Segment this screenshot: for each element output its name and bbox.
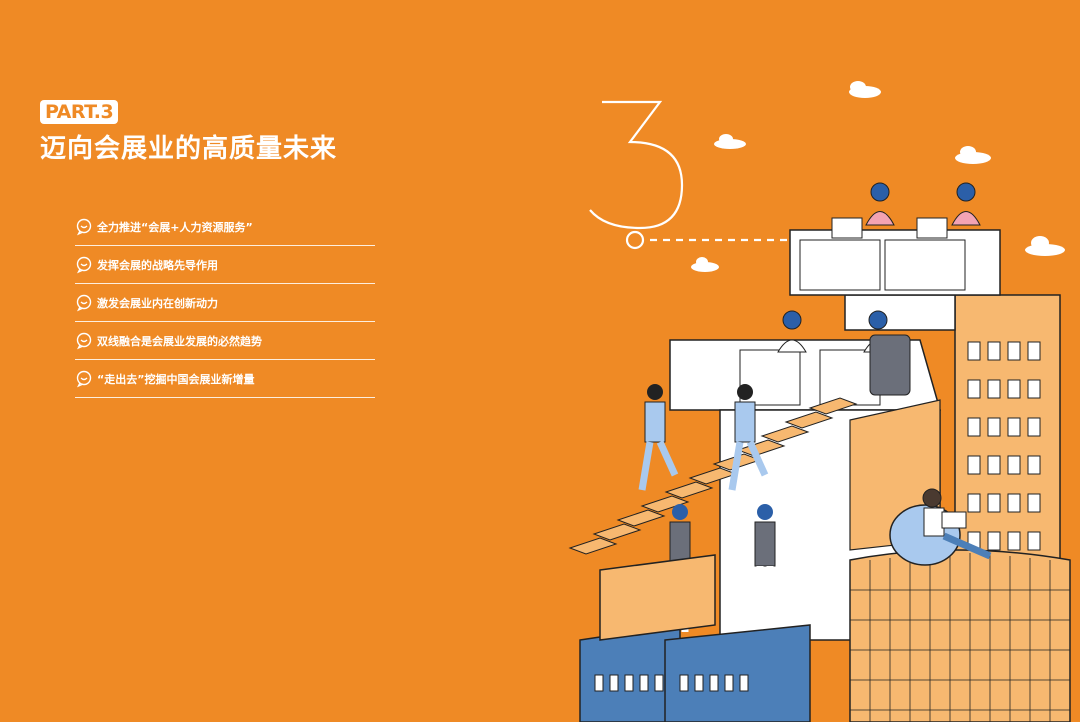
chat-bubble-icon	[76, 256, 92, 273]
toc-item-label: 发挥会展的战略先导作用	[97, 258, 218, 272]
lower-left-buildings	[579, 554, 811, 722]
number-three-graphic	[589, 100, 800, 250]
toc-item-label: “走出去”挖掘中国会展业新增量	[97, 372, 255, 386]
chat-bubble-icon	[76, 294, 92, 311]
toc-item-label: 全力推进“会展+人力资源服务”	[97, 220, 253, 234]
toc-item[interactable]: 发挥会展的战略先导作用	[75, 246, 375, 284]
right-building	[844, 294, 1061, 581]
toc-item[interactable]: 全力推进“会展+人力资源服务”	[75, 208, 375, 246]
table-of-contents: 全力推进“会展+人力资源服务” 发挥会展的战略先导作用 激发会展业内在创新动力 …	[75, 208, 375, 398]
chat-bubble-icon	[76, 218, 92, 235]
chat-bubble-icon	[76, 370, 92, 387]
page-title: 迈向会展业的高质量未来	[40, 134, 338, 164]
toc-item[interactable]: “走出去”挖掘中国会展业新增量	[75, 360, 375, 398]
part-badge: PART.3	[40, 100, 119, 124]
city-office-illustration	[568, 81, 1071, 722]
toc-item-label: 双线融合是会展业发展的必然趋势	[97, 334, 262, 348]
toc-item-label: 激发会展业内在创新动力	[97, 296, 218, 310]
toc-item[interactable]: 激发会展业内在创新动力	[75, 284, 375, 322]
top-office	[789, 182, 1001, 296]
chat-bubble-icon	[76, 332, 92, 349]
toc-item[interactable]: 双线融合是会展业发展的必然趋势	[75, 322, 375, 360]
round-tower	[849, 488, 1071, 722]
cloud-icon	[691, 81, 1065, 272]
